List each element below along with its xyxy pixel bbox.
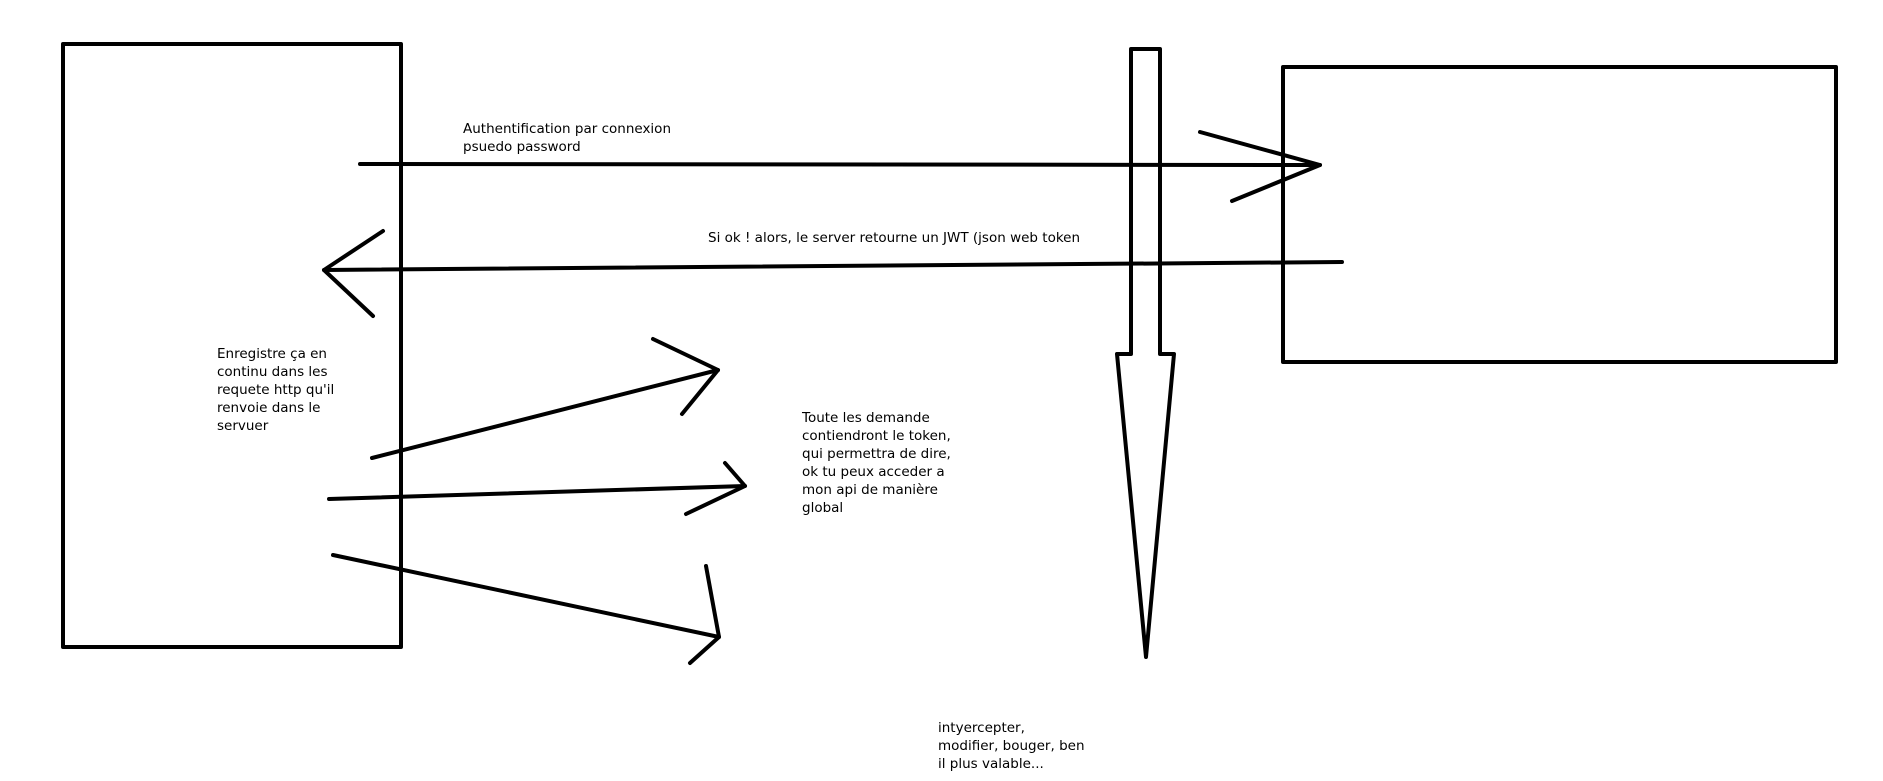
auth-label: Authentification par connexion psuedo pa…: [463, 121, 671, 155]
request-arrow-3-line: [331, 553, 721, 639]
server-reply-label: Si ok ! alors, le server retourne un JWT…: [708, 230, 1081, 246]
request-arrow-2-head: [684, 461, 747, 516]
requests-token-label: Toute les demande contiendront le token,…: [802, 410, 951, 516]
request-arrow-1-head: [651, 337, 720, 416]
request-arrow-2-line: [327, 484, 747, 501]
auth-arrowhead: [1198, 130, 1322, 203]
request-arrow-1-line: [370, 368, 720, 460]
auth-arrow-line: [358, 162, 1322, 167]
token-arrowhead: [322, 229, 385, 318]
interception-label: intyercepter, modifier, bouger, ben il p…: [938, 720, 1085, 772]
request-arrow-3-head: [688, 564, 721, 665]
server-box: [1281, 65, 1838, 364]
token-arrow-line: [322, 260, 1344, 272]
client-box: [61, 42, 403, 649]
interception-spike: [1115, 47, 1176, 659]
client-storage-label: Enregistre ça en continu dans les requet…: [217, 346, 335, 434]
